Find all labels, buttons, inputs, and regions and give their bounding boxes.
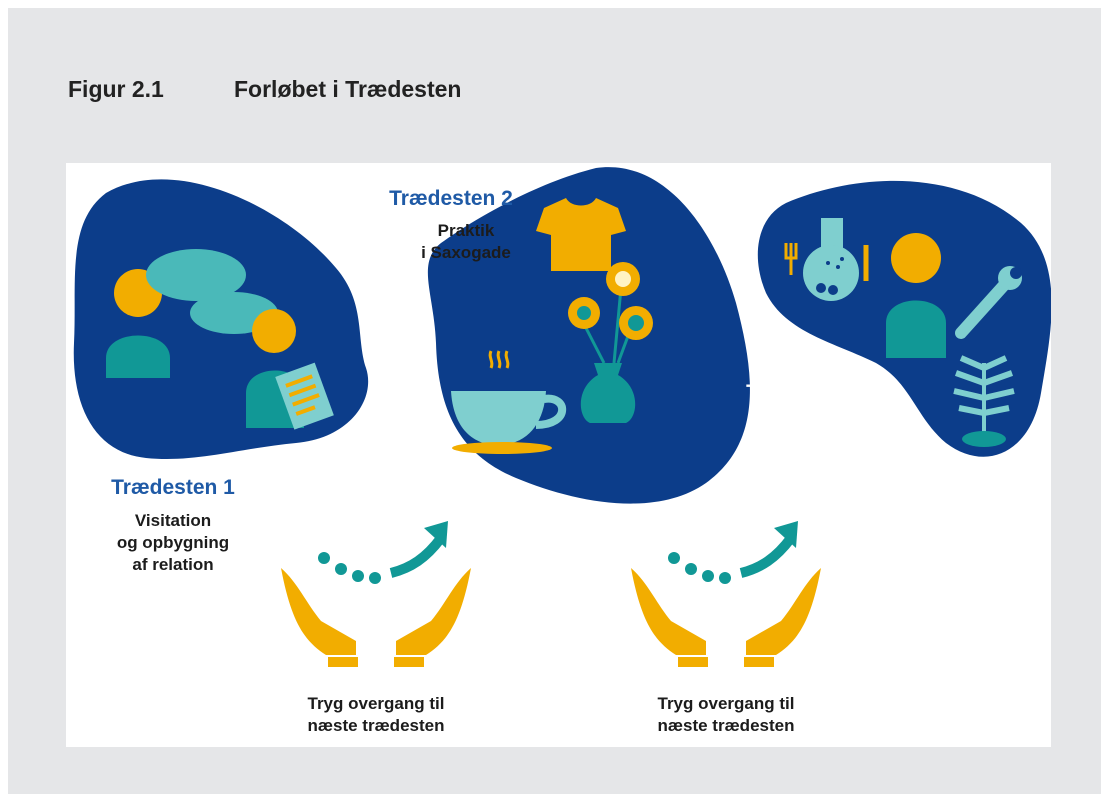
page-background: Figur 2.1 Forløbet i Trædesten bbox=[8, 8, 1101, 794]
conversation-icon bbox=[106, 249, 296, 378]
flowers-vase-icon bbox=[568, 262, 653, 423]
step2-description: Praktik i Saxogade bbox=[421, 221, 511, 262]
plant-icon bbox=[953, 355, 1015, 447]
figure-number: Figur 2.1 bbox=[68, 76, 164, 102]
figure-caption: Figur 2.1 Forløbet i Trædesten bbox=[68, 76, 461, 103]
wrench-icon bbox=[955, 266, 1022, 339]
figure-title: Forløbet i Trædesten bbox=[234, 76, 462, 102]
caring-hands-icon bbox=[631, 568, 821, 667]
meal-plate-icon bbox=[784, 218, 869, 301]
transition1-label: Tryg overgang til næste trædesten bbox=[307, 694, 445, 735]
person-icon bbox=[886, 233, 946, 358]
person-with-document-icon bbox=[246, 362, 334, 430]
tshirt-icon bbox=[536, 198, 626, 271]
progress-arrow-icon bbox=[318, 521, 448, 584]
caring-hands-icon bbox=[281, 568, 471, 667]
process-diagram: Trædesten 1 Visitation og opbygning af r… bbox=[66, 163, 1051, 747]
step1-title: Trædesten 1 bbox=[111, 476, 235, 499]
diagram-illustration bbox=[73, 167, 1051, 667]
transition2-label: Tryg overgang til næste trædesten bbox=[657, 694, 795, 735]
step3-title: Trædesten 3 bbox=[746, 381, 870, 404]
step2-title: Trædesten 2 bbox=[389, 187, 513, 210]
progress-arrow-icon bbox=[668, 521, 798, 584]
step3-description: Brobygning til beskæftigelse bbox=[744, 414, 878, 455]
coffee-cup-icon bbox=[451, 350, 567, 454]
step1-description: Visitation og opbygning af relation bbox=[116, 511, 230, 574]
